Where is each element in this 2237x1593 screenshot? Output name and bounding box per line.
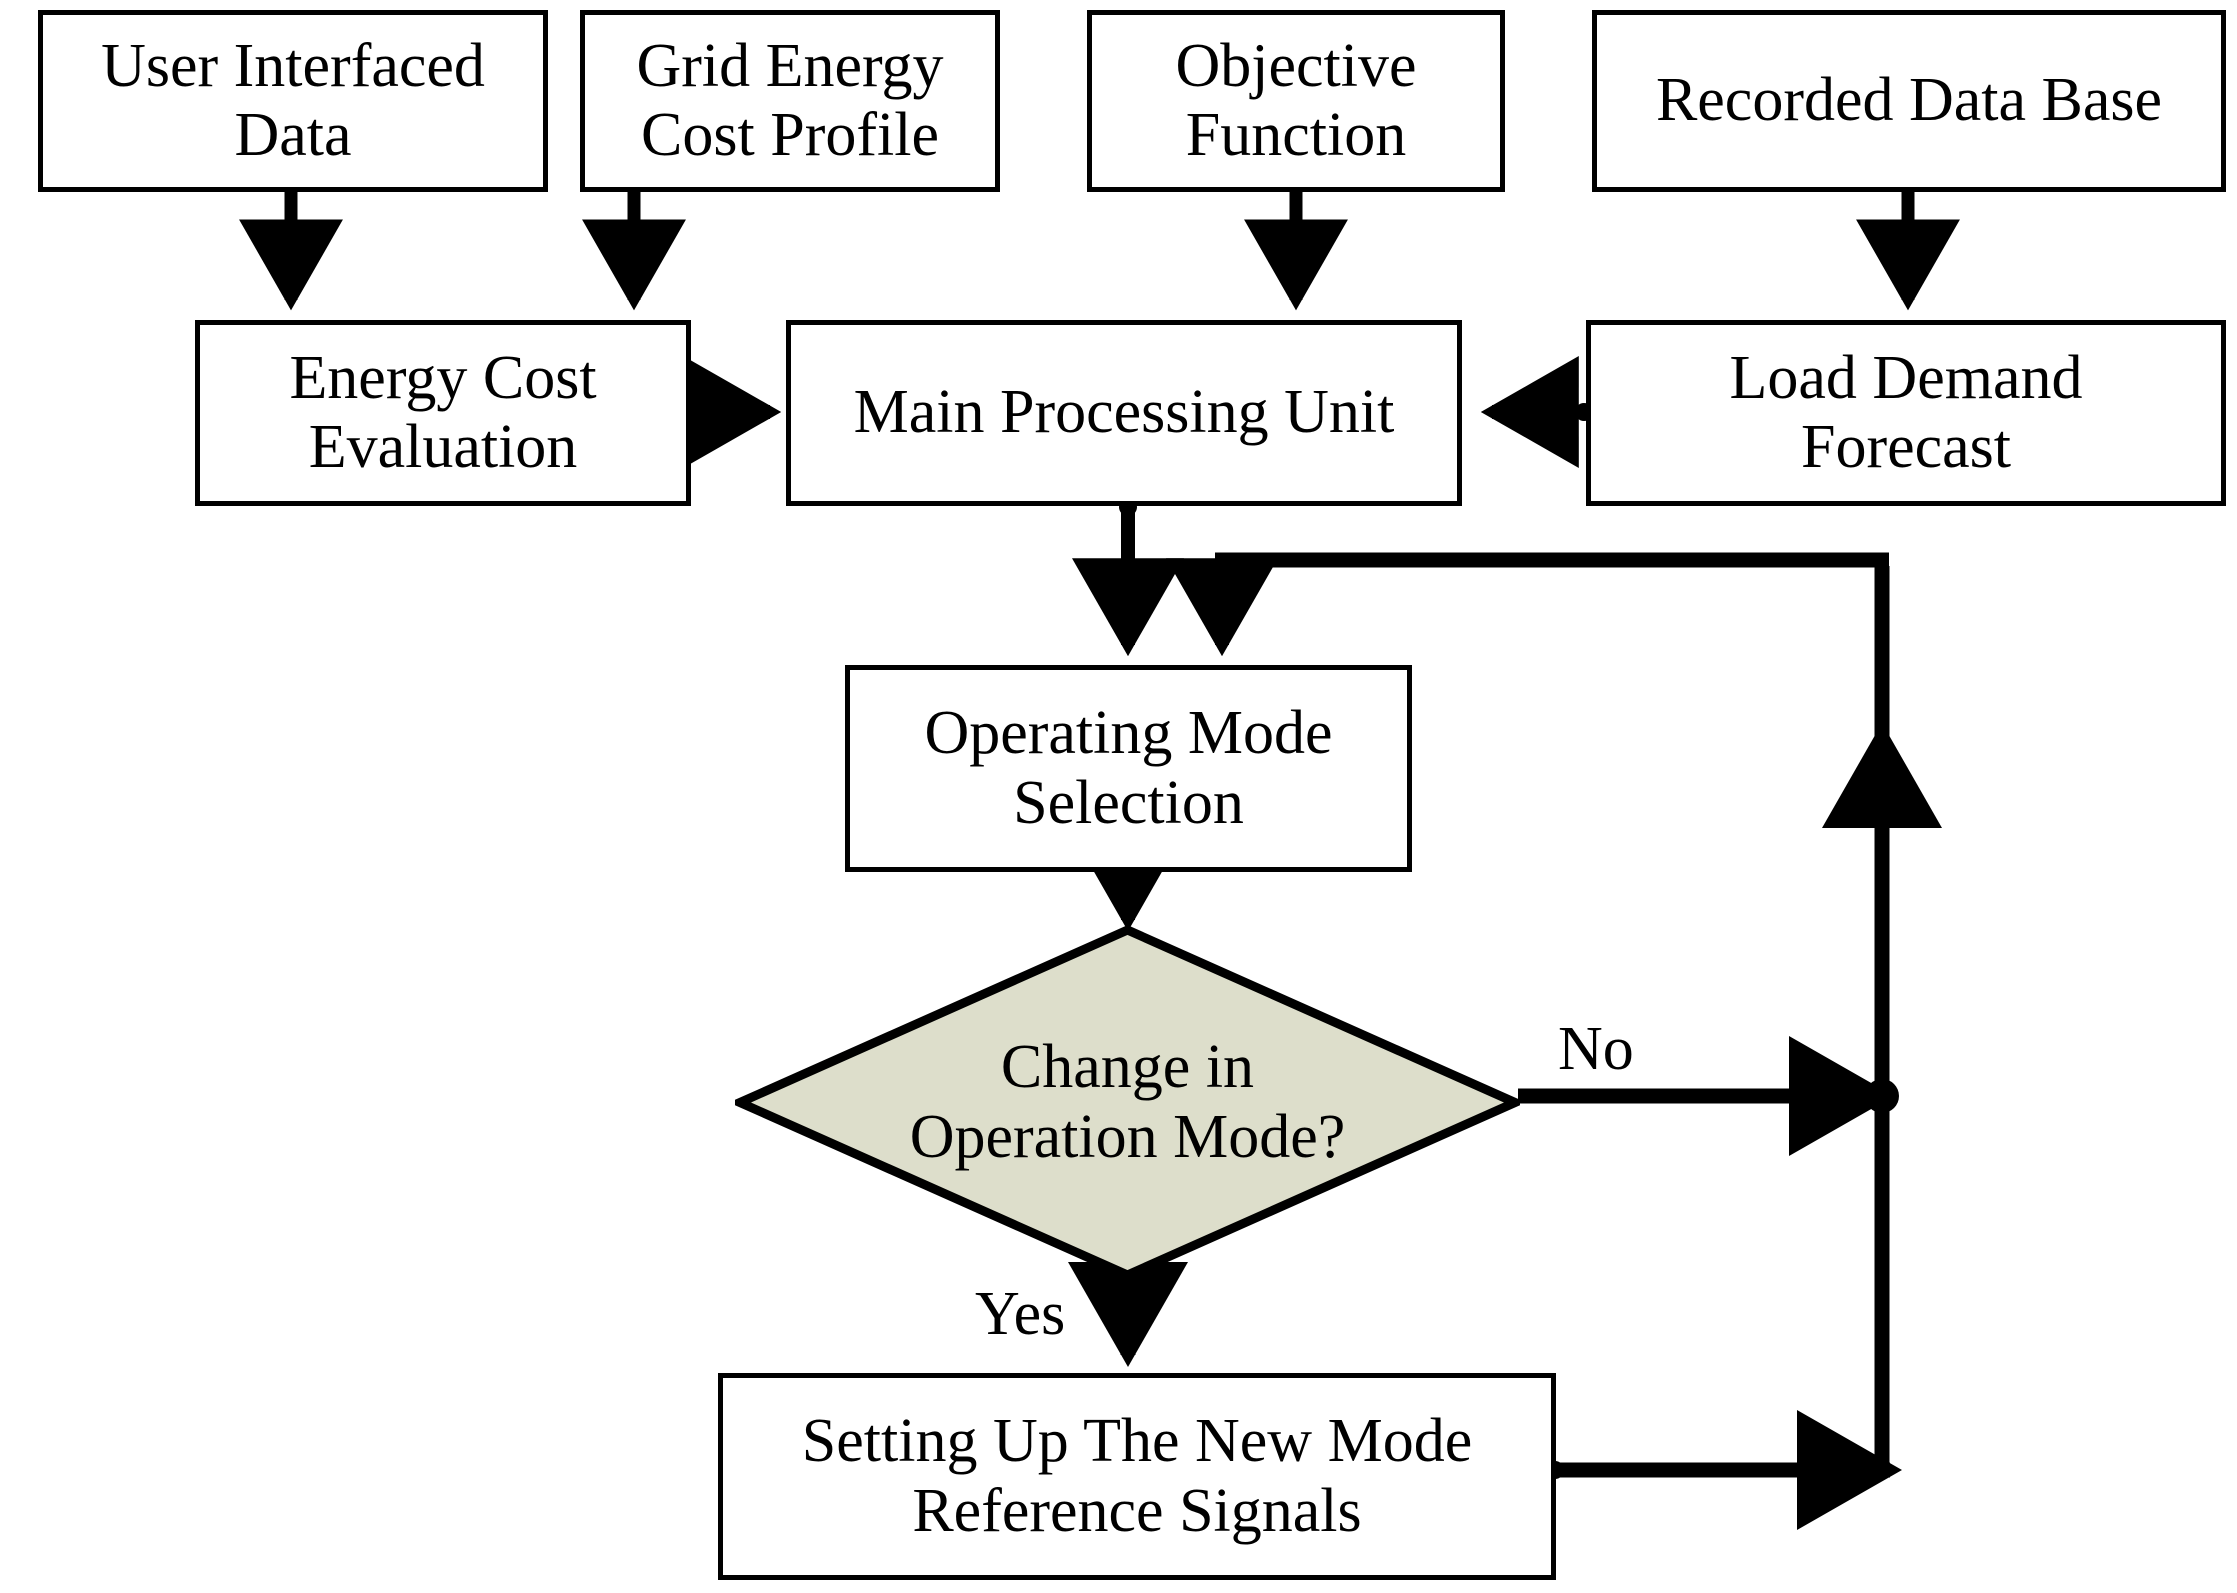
edge-mpu-to-mode-selection xyxy=(1072,498,1184,657)
node-load-demand-forecast[interactable]: Load Demand Forecast xyxy=(1586,320,2226,506)
node-label: Recorded Data Base xyxy=(1655,66,2163,135)
edge-setting-up-to-feedback xyxy=(1546,1410,1903,1530)
node-label: Setting Up The New Mode Reference Signal… xyxy=(801,1407,1473,1545)
node-energy-cost-evaluation[interactable]: Energy Cost Evaluation xyxy=(195,320,691,506)
edge-label-yes: Yes xyxy=(975,1280,1066,1348)
node-label: Load Demand Forecast xyxy=(1729,343,2083,481)
node-objective-function[interactable]: Objective Function xyxy=(1087,10,1505,192)
node-operating-mode-selection[interactable]: Operating Mode Selection xyxy=(845,665,1412,872)
edge-energy-cost-to-mpu xyxy=(683,356,782,468)
node-label: Grid Energy Cost Profile xyxy=(636,31,944,169)
node-label: Energy Cost Evaluation xyxy=(289,343,597,481)
node-label: User Interfaced Data xyxy=(101,31,485,169)
node-label: Change in Operation Mode? xyxy=(909,1033,1346,1171)
node-user-interfaced-data[interactable]: User Interfaced Data xyxy=(38,10,548,192)
diamond-shape xyxy=(735,925,1520,1280)
node-change-in-operation-mode[interactable]: Change in Operation Mode? xyxy=(735,925,1520,1280)
node-setting-up-new-mode[interactable]: Setting Up The New Mode Reference Signal… xyxy=(718,1373,1556,1580)
node-label: Operating Mode Selection xyxy=(924,699,1333,837)
edge-label-no: No xyxy=(1558,1015,1634,1083)
edge-load-forecast-to-mpu xyxy=(1480,356,1593,468)
node-label: Main Processing Unit xyxy=(853,378,1395,447)
node-grid-energy-cost-profile[interactable]: Grid Energy Cost Profile xyxy=(580,10,1000,192)
node-main-processing-unit[interactable]: Main Processing Unit xyxy=(786,320,1462,506)
node-recorded-data-base[interactable]: Recorded Data Base xyxy=(1592,10,2226,192)
node-label: Objective Function xyxy=(1175,31,1417,169)
